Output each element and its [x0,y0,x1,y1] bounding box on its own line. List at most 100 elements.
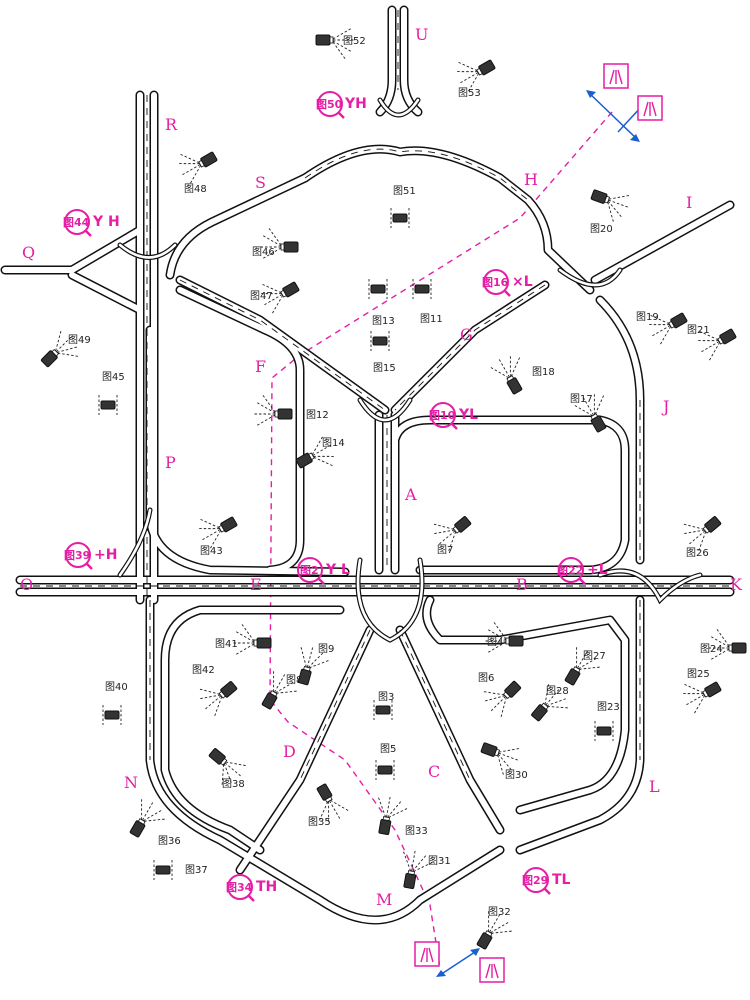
camera-icon [675,504,727,554]
badge-39: 图39 +H [64,541,117,571]
node-label-j: J [661,397,669,416]
figure-label-43: 图43 [200,545,223,557]
camera-icon [191,503,242,551]
node-label-d: D [283,742,296,761]
figure-label-30: 图30 [505,769,528,781]
svg-text:图10: 图10 [429,409,456,422]
figure-label-37: 图37 [185,864,208,876]
figure-label-53: 图53 [458,87,481,99]
figure-label-6: 图6 [478,672,494,684]
node-label-f: F [255,357,266,376]
node-labels: U R S H I Q F G J P A O E B K D C N L M [20,25,743,909]
figure-label-38: 图38 [222,778,245,790]
node-label-l: L [649,777,660,796]
camera-icon [412,278,432,300]
badge-44: 图44 Y H [63,208,120,238]
svg-text:×L: ×L [512,274,533,290]
node-label-s: S [255,173,266,192]
svg-text:TH: TH [256,879,277,895]
badge-50: 图50 YH [316,90,367,120]
node-label-q: Q [22,243,35,262]
figure-label-11: 图11 [420,313,443,325]
camera-icon [153,859,173,881]
figure-label-48: 图48 [184,183,207,195]
svg-text:图22: 图22 [557,564,583,577]
figure-label-13: 图13 [372,315,395,327]
svg-text:图2: 图2 [300,564,319,577]
svg-text:+L: +L [587,562,608,578]
figure-label-18: 图18 [532,366,555,378]
svg-text:YL: YL [458,407,478,423]
camera-icon [232,622,272,656]
camera-icon [253,393,293,427]
badge-10: 图10 YL [429,401,478,431]
interchange-badges: 图50 YH 图44 Y H 图16 ×L 图10 YL 图39 +H 图2 Y… [63,90,608,903]
figure-label-41: 图41 [215,638,238,650]
svg-text:图44: 图44 [63,216,90,229]
figure-label-25: 图25 [687,668,710,680]
figure-label-52: 图52 [343,35,366,47]
node-label-u: U [415,25,428,44]
figure-label-40: 图40 [105,681,128,693]
node-label-i: I [686,193,692,212]
camera-icon [390,207,410,229]
figure-label-4: 图4 [487,636,503,648]
direction-signs-top [586,63,663,142]
figure-label-47: 图47 [250,290,273,302]
figure-label-7: 图7 [437,544,453,556]
figure-label-32: 图32 [488,906,511,918]
node-label-g: G [460,325,473,344]
figure-label-9: 图9 [318,643,334,655]
camera-icon [488,348,536,399]
camera-icon [690,315,741,363]
svg-text:图39: 图39 [64,549,90,562]
node-label-p: P [165,453,176,472]
figure-label-26: 图26 [686,547,709,559]
svg-text:图16: 图16 [482,276,509,289]
figure-label-21: 图21 [687,324,710,336]
node-label-n: N [124,773,138,792]
figure-label-46: 图46 [252,246,275,258]
camera-icon [98,394,118,416]
camera-icon [375,759,395,781]
svg-text:+H: +H [94,547,117,563]
node-label-b: B [516,575,528,594]
svg-text:YH: YH [344,96,367,112]
figure-label-14: 图14 [322,437,345,449]
figure-label-33: 图33 [405,825,428,837]
figure-label-8: 图8 [286,674,302,686]
figure-label-3: 图3 [378,691,394,703]
figure-label-51: 图51 [393,185,416,197]
figure-label-27: 图27 [583,650,606,662]
figure-label-5: 图5 [380,743,396,755]
svg-text:图29: 图29 [522,874,548,887]
node-label-o: O [20,575,33,594]
camera-icon [368,278,388,300]
figure-label-45: 图45 [102,371,125,383]
svg-text:图34: 图34 [226,881,253,894]
node-label-a: A [404,485,417,504]
figure-label-17: 图17 [570,393,593,405]
figure-label-24: 图24 [700,643,723,655]
svg-text:图50: 图50 [316,98,343,111]
figure-label-20: 图20 [590,223,613,235]
camera-icon [585,182,633,227]
node-label-c: C [428,762,440,781]
camera-icon [171,138,222,186]
direction-signs-bottom [414,941,505,983]
node-label-r: R [165,115,178,134]
badge-22: 图22 +L [557,556,608,586]
road-network [0,5,735,925]
figure-label-42: 图42 [192,664,215,676]
boundary-line [269,111,613,969]
figure-label-23: 图23 [597,701,620,713]
node-label-m: M [376,890,392,909]
camera-icon [191,669,243,719]
figures: 图3 图4 图5 图6 图7 图8 图9 图11 图12 图13 图14 图15 [35,27,747,958]
figure-label-36: 图36 [158,835,181,847]
figure-label-28: 图28 [546,685,569,697]
camera-icon [641,299,692,347]
figure-label-15: 图15 [373,362,396,374]
svg-text:Y H: Y H [92,214,120,230]
